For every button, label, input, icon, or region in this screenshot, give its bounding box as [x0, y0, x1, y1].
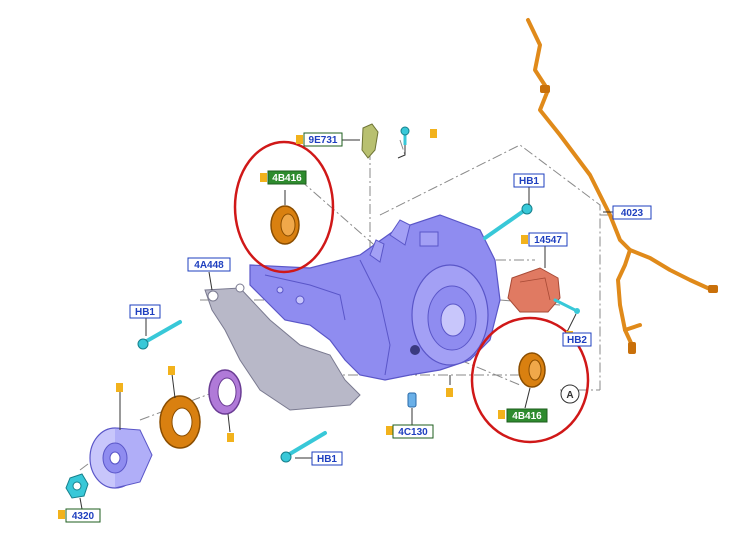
- highlight-circles: [233, 140, 590, 444]
- marker-icon: [227, 433, 234, 442]
- transfer-case-housing-part: [249, 214, 501, 381]
- marker-icon: [498, 410, 505, 419]
- highlight-circle-bottom: [470, 316, 590, 444]
- marker-icon: [430, 129, 437, 138]
- callout-a: A: [560, 384, 580, 404]
- svg-text:HB2: HB2: [567, 335, 587, 346]
- bolt-hb1-top: [483, 203, 533, 240]
- label-hb1-top: HB1: [513, 173, 545, 188]
- svg-text:14547: 14547: [534, 235, 562, 246]
- svg-text:4320: 4320: [72, 511, 95, 522]
- marker-icon: [58, 510, 65, 519]
- marker-icon: [168, 366, 175, 375]
- label-4b416-bottom: 4B416: [506, 408, 548, 423]
- marker-icons: [58, 129, 573, 519]
- svg-text:9E731: 9E731: [309, 135, 338, 146]
- marker-icon: [386, 426, 393, 435]
- svg-text:4B416: 4B416: [512, 411, 542, 422]
- label-4a448: 4A448: [187, 257, 231, 272]
- bolt-hb2: [553, 298, 580, 314]
- oil-seal-part-left: [159, 395, 201, 449]
- bolt-small-top: [400, 126, 410, 145]
- label-4b416-top: 4B416: [267, 170, 307, 185]
- label-9e731: 9E731: [303, 132, 343, 147]
- oil-seal-part-top: [270, 205, 300, 245]
- marker-icon: [521, 235, 528, 244]
- bolt-hb1-left: [137, 320, 182, 350]
- label-4320: 4320: [65, 508, 101, 523]
- nut-4320: [65, 473, 89, 499]
- label-hb1-left: HB1: [129, 304, 161, 319]
- label-hb1-bottom: HB1: [311, 451, 343, 466]
- marker-icon: [446, 388, 453, 397]
- svg-text:4A448: 4A448: [194, 260, 224, 271]
- label-14547: 14547: [528, 232, 568, 247]
- part-labels: 9E731 4B416 HB1 4023 14547 4A448: [65, 132, 652, 523]
- svg-text:HB1: HB1: [135, 307, 155, 318]
- wiring-harness-part: [526, 18, 714, 347]
- label-4c130: 4C130: [392, 424, 434, 439]
- svg-text:4B416: 4B416: [272, 173, 302, 184]
- companion-flange-part: [89, 427, 153, 489]
- harness-connector-tips: [540, 85, 718, 354]
- seal-ring-part-purple: [208, 369, 242, 415]
- marker-icon: [116, 383, 123, 392]
- oil-seal-part-bottom: [518, 352, 546, 388]
- plug-4c130: [407, 392, 417, 408]
- sensor-part-9e731: [361, 123, 379, 159]
- cap-part-14547: [507, 267, 561, 313]
- callout-a-text: A: [566, 390, 573, 401]
- label-hb2: HB2: [562, 332, 592, 347]
- mounting-bracket-part: [204, 283, 361, 411]
- svg-text:HB1: HB1: [317, 454, 337, 465]
- svg-text:4023: 4023: [621, 208, 644, 219]
- bolt-hb1-bottom: [280, 431, 327, 463]
- svg-text:HB1: HB1: [519, 176, 539, 187]
- marker-icon: [260, 173, 267, 182]
- svg-text:4C130: 4C130: [398, 427, 428, 438]
- label-4023: 4023: [612, 205, 652, 220]
- marker-icon: [296, 135, 303, 144]
- highlight-circle-top: [233, 140, 335, 274]
